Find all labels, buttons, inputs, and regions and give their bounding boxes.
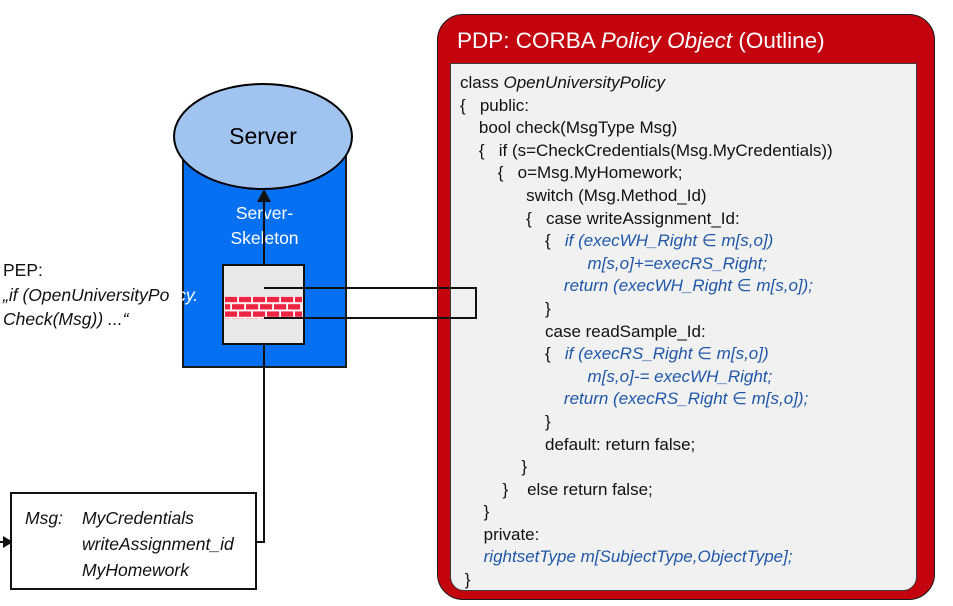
policy-code: class OpenUniversityPolicy{ public: bool…	[451, 64, 916, 590]
pep-label: PEP: „if (OpenUniversityPolicy. Check(Ms…	[3, 258, 198, 332]
code-line: { if (execRS_Right ∈ m[s,o])	[460, 343, 916, 366]
code-line: default: return false;	[460, 434, 916, 457]
msg-item: writeAssignment_id	[82, 534, 234, 554]
code-line: return (execRS_Right ∈ m[s,o]);	[460, 388, 916, 411]
server-label: Server	[229, 123, 297, 149]
code-line: rightsetType m[SubjectType,ObjectType];	[460, 546, 916, 569]
code-line: }	[460, 298, 916, 321]
text-segment: PDP: CORBA	[457, 28, 601, 53]
text-segment: bool check(MsgType Msg)	[460, 118, 678, 138]
text-segment: default: return false;	[460, 434, 696, 454]
text-segment: (Outline)	[732, 28, 825, 53]
text-segment: return (execRS_Right ∈ m[s,o]);	[563, 389, 809, 409]
text-segment: }	[460, 570, 471, 590]
code-line: }	[460, 501, 916, 524]
pdp-title: PDP: CORBA Policy Object (Outline)	[457, 28, 825, 54]
msg-box-label: Msg:	[25, 508, 63, 528]
arrow-line-msg-link	[256, 541, 265, 543]
text-segment: } else return false;	[460, 479, 653, 499]
code-line: case readSample_Id:	[460, 321, 916, 344]
code-line: private:	[460, 524, 916, 547]
code-line: } else return false;	[460, 479, 916, 502]
text-segment: licy.	[169, 284, 199, 305]
msg-item: MyCredentials	[82, 508, 194, 528]
text-segment	[460, 547, 484, 566]
pep-label-line1: PEP:	[3, 260, 43, 280]
text-segment	[460, 389, 564, 408]
text-segment: if (execWH_Right ∈ m[s,o])	[564, 231, 774, 251]
code-line: m[s,o]+=execRS_Right;	[460, 253, 916, 276]
arrow-line-upper	[263, 200, 265, 288]
pdp-box: PDP: CORBA Policy Object (Outline) class…	[437, 14, 935, 600]
text-segment: {	[460, 344, 565, 364]
text-segment: { public:	[460, 95, 529, 115]
code-line: { if (execWH_Right ∈ m[s,o])	[460, 230, 916, 253]
msg-item: MyHomework	[82, 560, 189, 580]
text-segment: { o=Msg.MyHomework;	[460, 163, 683, 183]
arrow-line-lower	[263, 321, 265, 542]
text-segment: { case writeAssignment_Id:	[460, 208, 740, 228]
text-segment: rightsetType m[SubjectType,ObjectType];	[483, 547, 793, 567]
text-segment	[460, 254, 588, 273]
text-segment: m[s,o]-= execWH_Right;	[587, 366, 773, 386]
msg-incoming-line	[0, 541, 5, 543]
text-segment	[460, 367, 588, 386]
text-segment: private:	[460, 524, 540, 544]
code-line: m[s,o]-= execWH_Right;	[460, 366, 916, 389]
text-segment: }	[460, 502, 490, 522]
arrow-right-icon	[3, 536, 13, 548]
pep-label-line2: „if (OpenUniversityPolicy.	[3, 283, 198, 308]
code-line: switch (Msg.Method_Id)	[460, 185, 916, 208]
text-segment: }	[460, 298, 551, 318]
text-segment: { if (s=CheckCredentials(Msg.MyCredentia…	[460, 140, 833, 160]
text-segment: case readSample_Id:	[460, 321, 706, 341]
text-segment: class	[460, 73, 504, 92]
text-segment: Policy Object	[600, 28, 733, 53]
code-line: { if (s=CheckCredentials(Msg.MyCredentia…	[460, 140, 916, 163]
text-segment: switch (Msg.Method_Id)	[460, 185, 707, 205]
code-line: }	[460, 569, 916, 590]
code-line: return (execWH_Right ∈ m[s,o]);	[460, 275, 916, 298]
pep-pdp-connector	[264, 287, 477, 319]
text-segment: return (execWH_Right ∈ m[s,o]);	[563, 276, 814, 296]
code-line: { o=Msg.MyHomework;	[460, 162, 916, 185]
text-segment: OpenUniversityPolicy	[503, 73, 666, 92]
text-segment: „if (OpenUniversityPo	[3, 284, 170, 305]
code-line: bool check(MsgType Msg)	[460, 117, 916, 140]
text-segment: }	[460, 457, 528, 477]
code-line: class OpenUniversityPolicy	[460, 72, 916, 95]
text-segment: if (execRS_Right ∈ m[s,o])	[564, 344, 769, 364]
text-segment: }	[460, 411, 551, 431]
pep-firewall-box	[222, 264, 305, 345]
pep-label-line3: Check(Msg)) ...“	[3, 309, 129, 329]
arrow-up-icon	[257, 189, 271, 202]
policy-code-box: class OpenUniversityPolicy{ public: bool…	[450, 63, 917, 591]
code-line: }	[460, 411, 916, 434]
server-ellipse: Server	[173, 83, 353, 190]
code-line: { public:	[460, 95, 916, 118]
code-line: }	[460, 456, 916, 479]
code-line: { case writeAssignment_Id:	[460, 208, 916, 231]
brick-wall-icon	[225, 296, 302, 319]
text-segment: {	[460, 231, 565, 251]
text-segment: m[s,o]+=execRS_Right;	[587, 253, 768, 273]
